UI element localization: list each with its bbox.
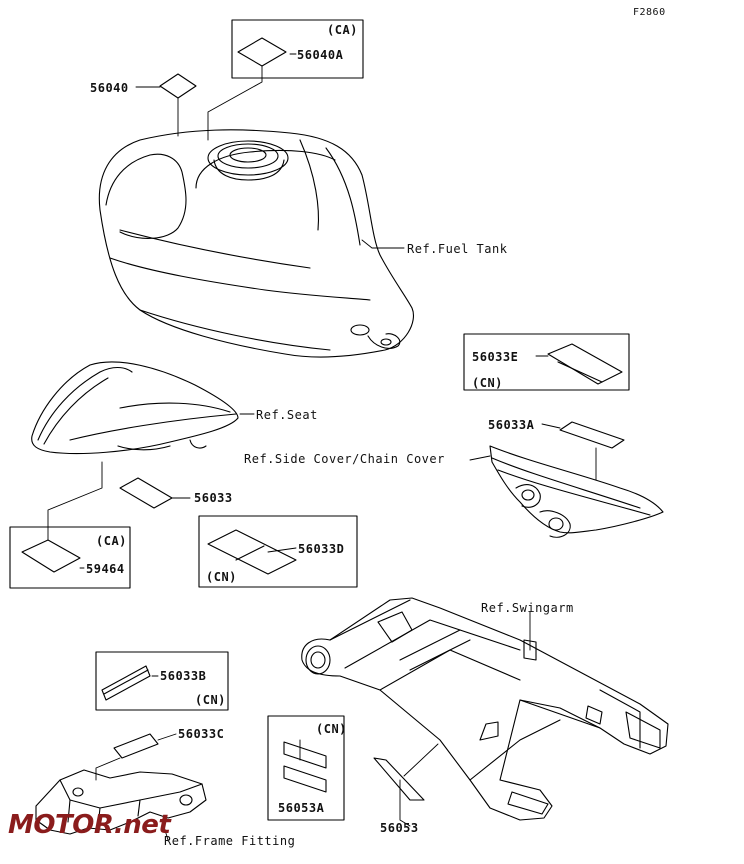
decal-56033E [547,343,623,385]
part-number-56053A: 56053A [278,801,325,815]
box-56033D [198,515,358,588]
region-tag-ca-top: (CA) [327,23,358,37]
decal-56040A [237,37,287,67]
decal-56040 [159,73,197,99]
decal-56053 [373,757,425,801]
decal-56033C [113,733,159,759]
box-59464 [9,526,131,589]
region-tag-cn-56053A: (CN) [316,722,347,736]
chain-cover-drawing [489,445,664,538]
part-number-56033D: 56033D [298,542,345,556]
decal-56033D [207,529,297,575]
region-tag-cn-56033E: (CN) [472,376,503,390]
part-number-56033B: 56033B [160,669,207,683]
part-number-56053: 56053 [380,821,419,835]
box-56053A [267,715,345,821]
figure-code: F2860 [633,7,666,18]
ref-side-cover-chain-cover: Ref.Side Cover/Chain Cover [244,452,445,466]
ref-frame-fitting: Ref.Frame Fitting [164,834,296,848]
part-number-56040: 56040 [90,81,129,95]
decal-56033 [119,477,173,509]
leader-lines [47,53,597,841]
frame-fitting-drawing [35,769,207,835]
decal-56053A [283,741,327,793]
swingarm-drawing [301,597,669,821]
ref-swingarm: Ref.Swingarm [481,601,574,615]
box-56033B [95,651,229,711]
decal-56033B [101,665,151,701]
part-number-56033: 56033 [194,491,233,505]
watermark-logo: MOTOR.net [8,810,171,840]
decal-56033A [559,421,625,449]
part-number-56033C: 56033C [178,727,225,741]
decal-59464 [21,539,81,573]
part-number-56033A: 56033A [488,418,535,432]
fuel-tank-drawing [98,129,414,358]
ref-seat: Ref.Seat [256,408,318,422]
region-tag-ca-59464: (CA) [96,534,127,548]
seat-drawing [31,361,239,455]
box-56033E [463,333,630,391]
ref-fuel-tank: Ref.Fuel Tank [407,242,508,256]
region-tag-cn-56033D: (CN) [206,570,237,584]
region-tag-cn-56033B: (CN) [195,693,226,707]
part-number-56040A: 56040A [297,48,344,62]
box-56040A [231,19,364,79]
part-number-59464: 59464 [86,562,125,576]
part-number-56033E: 56033E [472,350,519,364]
